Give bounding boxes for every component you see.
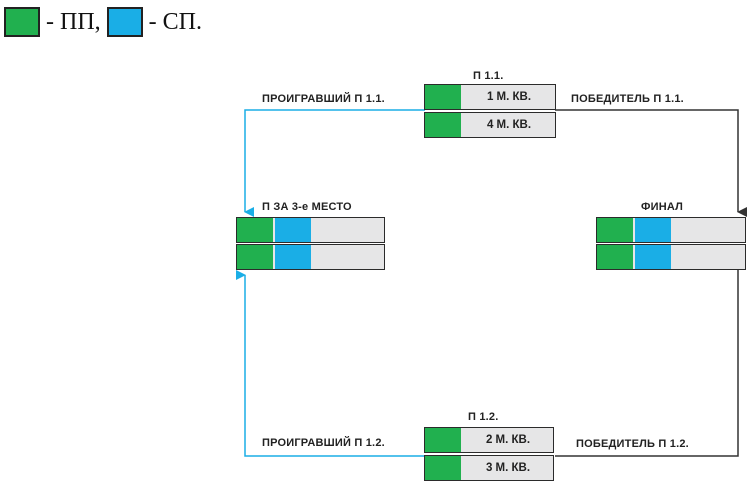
legend: - ПП, - СП. bbox=[4, 4, 208, 40]
match-1-1-winner-label: ПОБЕДИТЕЛЬ П 1.1. bbox=[571, 93, 684, 105]
third-place-slot-top bbox=[236, 217, 385, 243]
legend-label-sp: - СП. bbox=[148, 8, 202, 35]
arrow-loser-1-1 bbox=[244, 109, 425, 217]
arrow-winner-1-1 bbox=[555, 109, 747, 217]
match-1-2-slot-top: 2 М. КВ. bbox=[424, 427, 554, 453]
third-place-slot-bottom bbox=[236, 244, 385, 270]
match-1-2-slot-top-label: 2 М. КВ. bbox=[485, 434, 531, 446]
match-1-1-slot-top: 1 М. КВ. bbox=[424, 84, 556, 110]
match-1-2-slot-bottom-label: 3 М. КВ. bbox=[485, 462, 531, 474]
match-1-1-slot-bottom-label: 4 М. КВ. bbox=[486, 119, 532, 131]
legend-swatch-green bbox=[4, 7, 40, 37]
arrow-winner-1-2 bbox=[555, 251, 739, 457]
match-1-2-title: П 1.2. bbox=[468, 411, 499, 423]
final-title: ФИНАЛ bbox=[641, 201, 684, 213]
match-1-2-winner-label: ПОБЕДИТЕЛЬ П 1.2. bbox=[576, 438, 689, 450]
third-place-title: П ЗА 3-е МЕСТО bbox=[262, 201, 352, 213]
final-slot-bottom bbox=[596, 244, 746, 270]
match-1-2-slot-bottom: 3 М. КВ. bbox=[424, 455, 554, 481]
match-1-1-loser-label: ПРОИГРАВШИЙ П 1.1. bbox=[262, 93, 385, 105]
match-1-2-loser-label: ПРОИГРАВШИЙ П 1.2. bbox=[262, 437, 385, 449]
match-1-1-title: П 1.1. bbox=[473, 70, 504, 82]
legend-label-pp: - ПП, bbox=[46, 8, 101, 35]
final-slot-top bbox=[596, 217, 746, 243]
arrow-loser-1-2 bbox=[236, 270, 425, 457]
match-1-1-slot-bottom: 4 М. КВ. bbox=[424, 112, 556, 138]
match-1-1-slot-top-label: 1 М. КВ. bbox=[486, 91, 532, 103]
legend-swatch-blue bbox=[106, 7, 143, 37]
